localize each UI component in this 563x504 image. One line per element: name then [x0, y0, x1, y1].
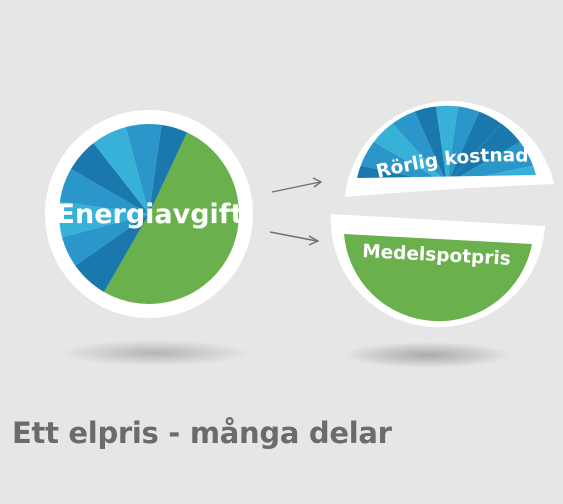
top-half-wedge-blue: [447, 105, 492, 178]
arrow-top: [271, 177, 323, 193]
split-pie-shadow: [342, 342, 512, 368]
pie-wedge-blue: [59, 214, 149, 272]
rorlig-kostnad-half: Rörlig kostnad: [345, 101, 554, 197]
pie-wedge-blue: [87, 124, 149, 214]
medelspotpris-half: Medelspotpris: [330, 214, 545, 328]
energiavgift-pie: Energiavgift: [45, 110, 253, 318]
bottom-half-fill: [344, 234, 532, 322]
pie-wedge-blue: [59, 164, 149, 214]
pie-wedges: [59, 124, 239, 304]
arrow-right-icon: [308, 235, 320, 246]
top-half-wedge-blue: [431, 105, 463, 178]
top-half-wedge-blue: [402, 105, 447, 178]
caption: Ett elpris - många delar: [12, 416, 392, 450]
pie-wedge-blue: [123, 124, 163, 214]
pie-wedge-green: [99, 124, 239, 304]
top-half-wedge-blue: [357, 161, 447, 178]
arrow-right-icon: [312, 177, 323, 188]
arrow-bottom: [269, 231, 320, 246]
pie-label: Energiavgift: [57, 199, 244, 230]
top-half-wedge-blue: [447, 161, 536, 178]
pie-wedge-blue: [59, 200, 149, 240]
top-half-wedges: [357, 105, 536, 178]
pie-wedge-blue: [62, 135, 149, 214]
pie-wedge-blue: [149, 124, 192, 214]
pie-shadow: [60, 340, 250, 366]
pie-wedge-blue: [67, 214, 149, 301]
